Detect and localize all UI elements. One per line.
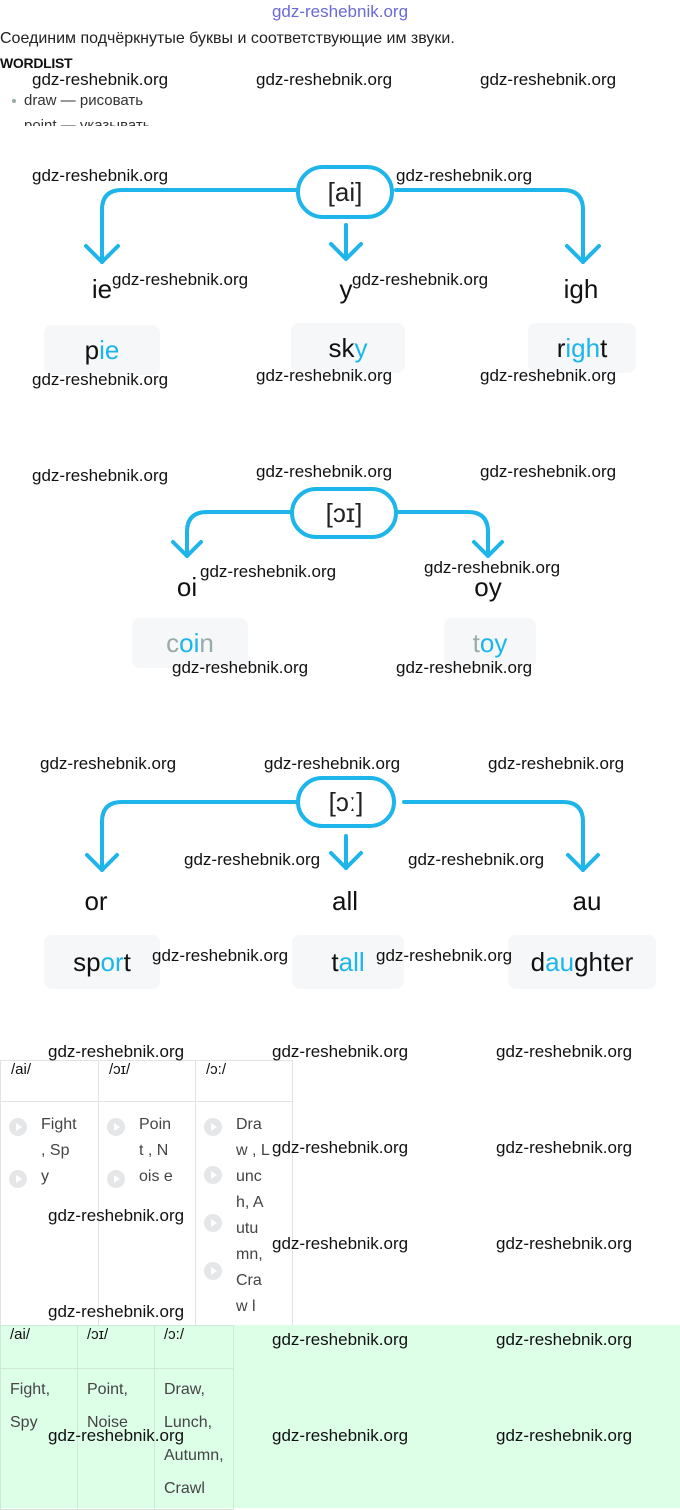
watermark: gdz-reshebnik.org <box>184 850 321 869</box>
watermark: gdz-reshebnik.org <box>496 1426 633 1445</box>
sound-pill: [ɔː] <box>296 776 396 828</box>
table-cell: Fight , Spy <box>0 1101 99 1331</box>
watermark: gdz-reshebnik.org <box>496 1138 633 1157</box>
wordlist-item: point — указывать <box>24 117 151 126</box>
table-header: /ai/ <box>0 1060 99 1102</box>
watermark: gdz-reshebnik.org <box>396 658 533 677</box>
spelling-label: igh <box>563 274 599 304</box>
watermark: gdz-reshebnik.org <box>32 166 169 185</box>
play-icon[interactable] <box>9 1170 27 1188</box>
wordlist-item: draw — рисовать <box>12 92 143 109</box>
watermark: gdz-reshebnik.org <box>272 1330 409 1349</box>
watermark: gdz-reshebnik.org <box>48 1206 185 1225</box>
spelling-label: or <box>84 886 108 916</box>
watermark: gdz-reshebnik.org <box>480 462 617 481</box>
wordlist-heading: WORDLIST <box>0 55 73 71</box>
intro-text: Соединим подчёркнутые буквы и соответств… <box>0 30 455 47</box>
play-icon[interactable] <box>204 1214 222 1232</box>
table-cell: Draw , Lunc h, Autu mn, Craw l <box>195 1101 293 1331</box>
play-icon[interactable] <box>204 1118 222 1136</box>
cell-text: Draw , Lunc h, Autu mn, Craw l <box>236 1116 270 1315</box>
watermark: gdz-reshebnik.org <box>352 270 489 289</box>
watermark: gdz-reshebnik.org <box>48 1042 185 1061</box>
watermark: gdz-reshebnik.org <box>152 946 289 965</box>
watermark: gdz-reshebnik.org <box>256 366 393 385</box>
play-icon[interactable] <box>204 1262 222 1280</box>
site-caption[interactable]: gdz-reshebnik.org <box>271 2 409 21</box>
play-icon[interactable] <box>204 1166 222 1184</box>
watermark: gdz-reshebnik.org <box>496 1330 633 1349</box>
play-icon[interactable] <box>107 1170 125 1188</box>
watermark: gdz-reshebnik.org <box>496 1042 633 1061</box>
table-cell: Point , Nois e <box>98 1101 196 1331</box>
spelling-label: au <box>572 886 602 916</box>
spelling-label: oy <box>474 572 502 602</box>
watermark: gdz-reshebnik.org <box>408 850 545 869</box>
watermark: gdz-reshebnik.org <box>480 366 617 385</box>
watermark: gdz-reshebnik.org <box>424 558 561 577</box>
watermark: gdz-reshebnik.org <box>200 562 337 581</box>
spelling-label: ie <box>91 274 113 304</box>
watermark: gdz-reshebnik.org <box>40 754 177 773</box>
table-header: /ɔ:/ <box>154 1325 234 1369</box>
table-header: /ɔ:/ <box>195 1060 293 1102</box>
table-cell: Point, Noise <box>77 1368 155 1510</box>
watermark: gdz-reshebnik.org <box>480 70 617 89</box>
table-cell: Draw, Lunch, Autumn, Crawl <box>154 1368 234 1510</box>
watermark: gdz-reshebnik.org <box>32 70 169 89</box>
watermark: gdz-reshebnik.org <box>32 370 169 389</box>
table-header: /ai/ <box>0 1325 78 1369</box>
watermark: gdz-reshebnik.org <box>172 658 309 677</box>
play-icon[interactable] <box>107 1118 125 1136</box>
watermark: gdz-reshebnik.org <box>32 466 169 485</box>
watermark: gdz-reshebnik.org <box>112 270 249 289</box>
watermark: gdz-reshebnik.org <box>272 1042 409 1061</box>
spelling-label: oi <box>176 572 198 602</box>
table-header: /ɔɪ/ <box>98 1060 196 1102</box>
watermark: gdz-reshebnik.org <box>376 946 513 965</box>
play-icon[interactable] <box>9 1118 27 1136</box>
spelling-label: all <box>331 886 359 916</box>
cell-text: Point , Nois e <box>139 1116 173 1185</box>
watermark: gdz-reshebnik.org <box>272 1426 409 1445</box>
watermark: gdz-reshebnik.org <box>488 754 625 773</box>
watermark: gdz-reshebnik.org <box>264 754 401 773</box>
cell-text: Fight , Spy <box>41 1116 77 1185</box>
sounds-table-audio: /ai/ /ɔɪ/ /ɔ:/ Fight , Spy Point , Nois … <box>0 1060 293 1331</box>
watermark: gdz-reshebnik.org <box>48 1426 185 1445</box>
table-header: /ɔɪ/ <box>77 1325 155 1369</box>
diagram-arrows <box>84 188 601 872</box>
watermark: gdz-reshebnik.org <box>272 1234 409 1253</box>
watermark: gdz-reshebnik.org <box>496 1234 633 1253</box>
spelling-label: y <box>339 274 353 304</box>
watermark: gdz-reshebnik.org <box>256 70 393 89</box>
sounds-table-answer: /ai/ /ɔɪ/ /ɔ:/ Fight, Spy Point, Noise D… <box>0 1325 234 1510</box>
sound-pill: [ɔɪ] <box>290 487 398 539</box>
table-cell: Fight, Spy <box>0 1368 78 1510</box>
watermark: gdz-reshebnik.org <box>396 166 533 185</box>
watermark: gdz-reshebnik.org <box>272 1138 409 1157</box>
watermark: gdz-reshebnik.org <box>48 1302 185 1321</box>
bullet-icon <box>12 99 16 104</box>
sound-pill: [ai] <box>296 165 394 219</box>
watermark: gdz-reshebnik.org <box>256 462 393 481</box>
